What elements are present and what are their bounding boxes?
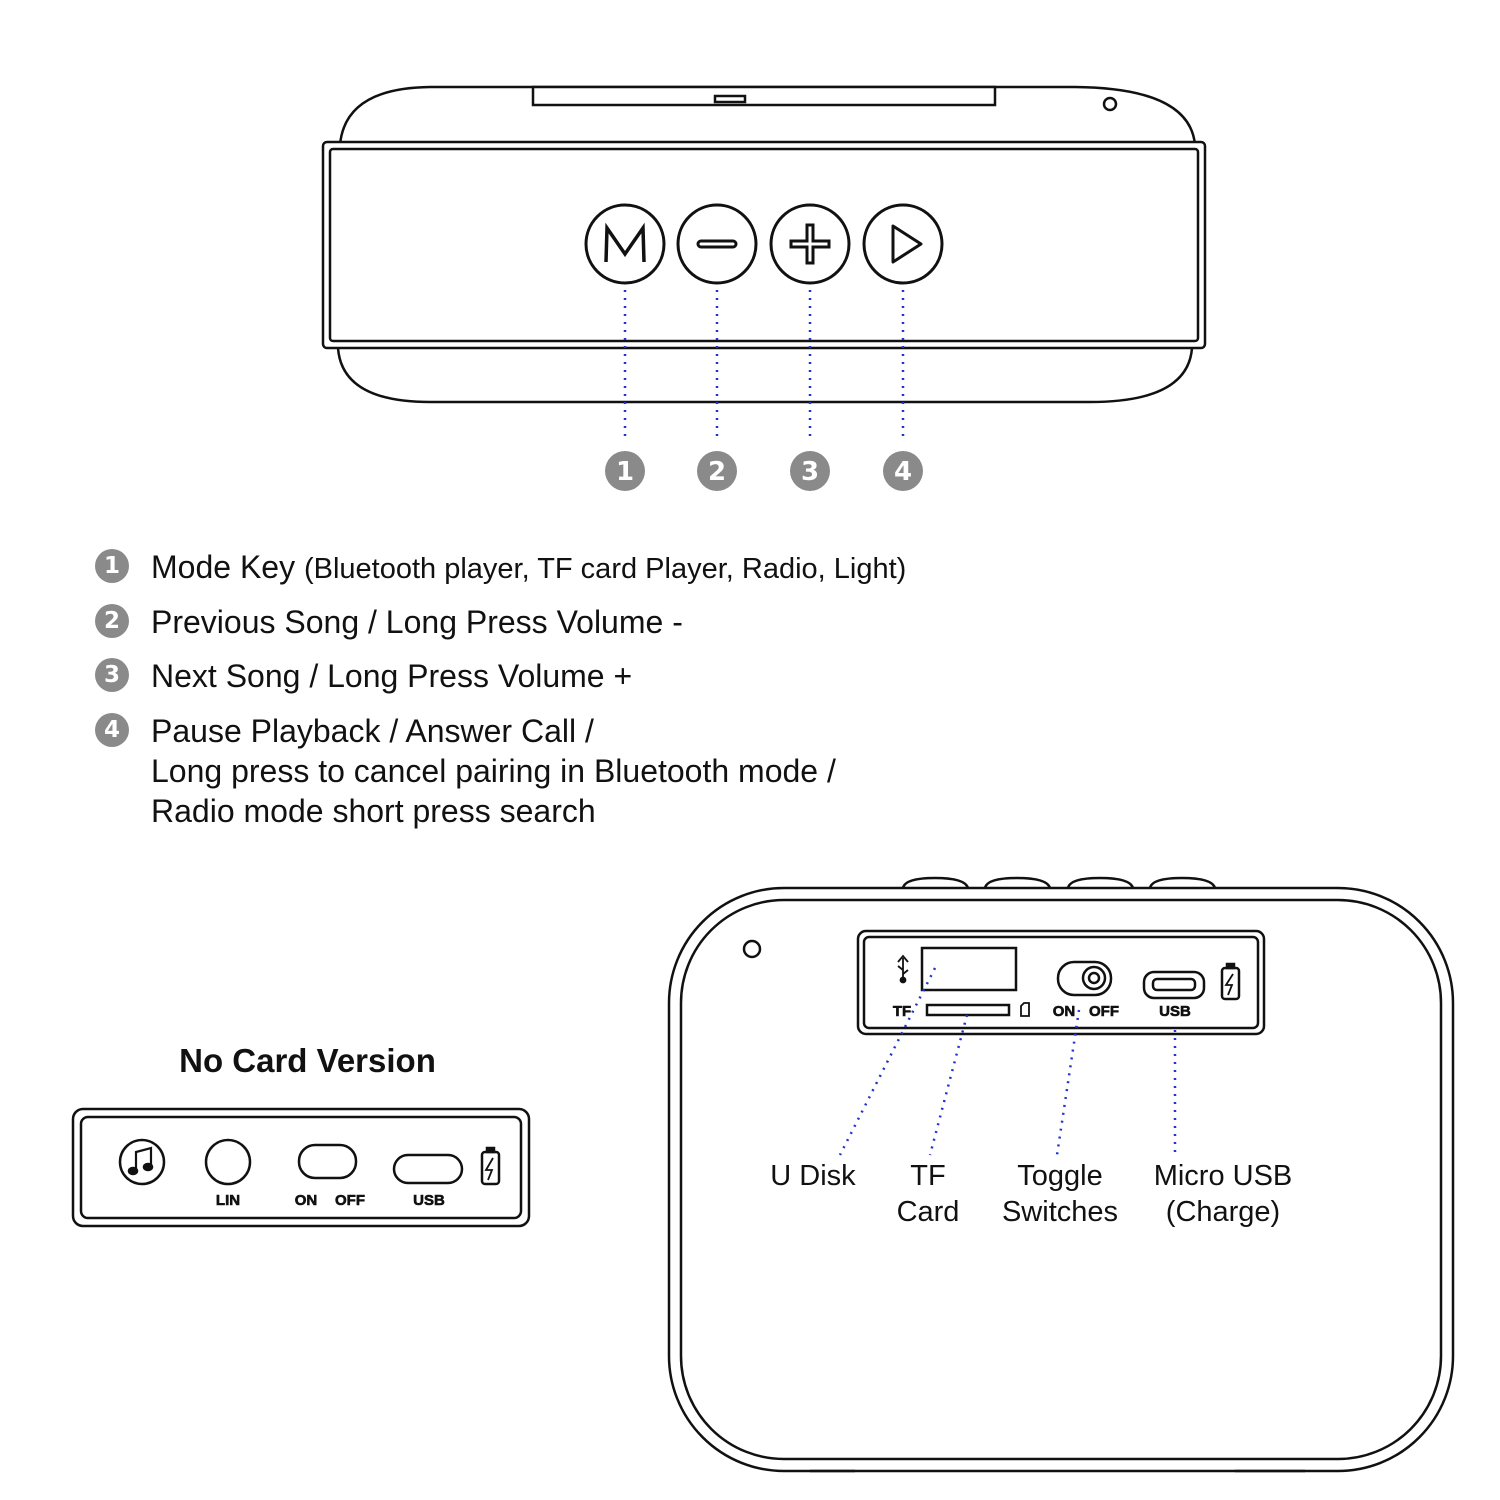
plus-icon [789,223,831,265]
line-in-jack [204,1138,252,1186]
svg-text:1: 1 [616,457,634,487]
port-leader-lines [838,967,1177,1156]
legend-line-4b: Long press to cancel pairing in Bluetoot… [151,753,836,789]
badge-1: 1 [605,451,645,491]
power-switch [297,1143,358,1180]
off-label: OFF [335,1192,365,1209]
legend-item-2: 2 Previous Song / Long Press Volume - [95,602,683,642]
sd-card-icon [1020,1002,1030,1017]
tf-card-slot [925,1003,1011,1017]
callout-micro-usb-line2: (Charge) [1165,1196,1281,1228]
legend-detail-1: (Bluetooth player, TF card Player, Radio… [303,553,907,585]
callout-u-disk: U Disk [760,1158,866,1194]
legend-item-1: 1 Mode Key (Bluetooth player, TF card Pl… [95,547,906,589]
legend-badge-4: 4 [95,713,129,747]
no-card-title: No Card Version [179,1042,436,1079]
minus-button [676,203,758,285]
back-on-label: ON [1053,1003,1076,1020]
legend-badge-3: 3 [95,658,129,692]
legend-label-3: Next Song / Long Press Volume + [151,658,633,694]
button-number-badges: 1 2 3 4 [605,451,923,491]
callout-toggle-switches: Toggle Switches [993,1158,1127,1230]
mode-button [584,203,666,285]
minus-icon [696,239,738,249]
legend-label-1: Mode Key [151,549,296,585]
legend-line-4c: Radio mode short press search [151,793,596,829]
button-leader-lines [623,290,905,440]
usb-port [392,1153,464,1185]
svg-text:3: 3 [801,457,819,487]
callout-tf-card-line2: Card [896,1196,960,1228]
no-card-panel [71,1107,531,1228]
on-label: ON [295,1192,318,1209]
legend-line-4a: Pause Playback / Answer Call / [151,713,594,749]
toggle-switch [1056,960,1113,997]
usb-symbol-icon [897,954,909,984]
music-note-icon [118,1138,166,1186]
u-disk-slot [920,946,1018,992]
micro-usb-port [1142,970,1206,1000]
badge-2: 2 [697,451,737,491]
back-off-label: OFF [1089,1003,1119,1020]
play-icon [891,224,923,264]
charge-battery-icon [1220,962,1241,1001]
svg-text:2: 2 [708,457,726,487]
play-button [862,203,944,285]
usb-label: USB [413,1192,445,1209]
legend-badge-1: 1 [95,549,129,583]
legend-label-2: Previous Song / Long Press Volume - [151,604,683,640]
speaker-top-view [321,85,1207,404]
legend-badge-2: 2 [95,604,129,638]
tf-label: TF [893,1003,911,1020]
callout-micro-usb: Micro USB (Charge) [1145,1158,1301,1230]
badge-3: 3 [790,451,830,491]
legend-item-4: 4 Pause Playback / Answer Call / Long pr… [95,711,836,831]
back-usb-label: USB [1159,1003,1191,1020]
svg-text:4: 4 [894,457,912,487]
line-in-label: LIN [216,1192,240,1209]
plus-button [769,203,851,285]
badge-4: 4 [883,451,923,491]
callout-micro-usb-line1: Micro USB [1153,1160,1293,1192]
m-icon [604,222,646,263]
legend-item-3: 3 Next Song / Long Press Volume + [95,656,632,696]
callout-u-disk-line1: U Disk [770,1160,856,1192]
callout-toggle-line2: Switches [1001,1196,1119,1228]
callout-toggle-line1: Toggle [1017,1160,1103,1192]
speaker-back-view [667,876,1455,1473]
callout-tf-card-line1: TF [910,1160,946,1192]
battery-icon [480,1146,501,1186]
callout-tf-card: TF Card [885,1158,971,1230]
